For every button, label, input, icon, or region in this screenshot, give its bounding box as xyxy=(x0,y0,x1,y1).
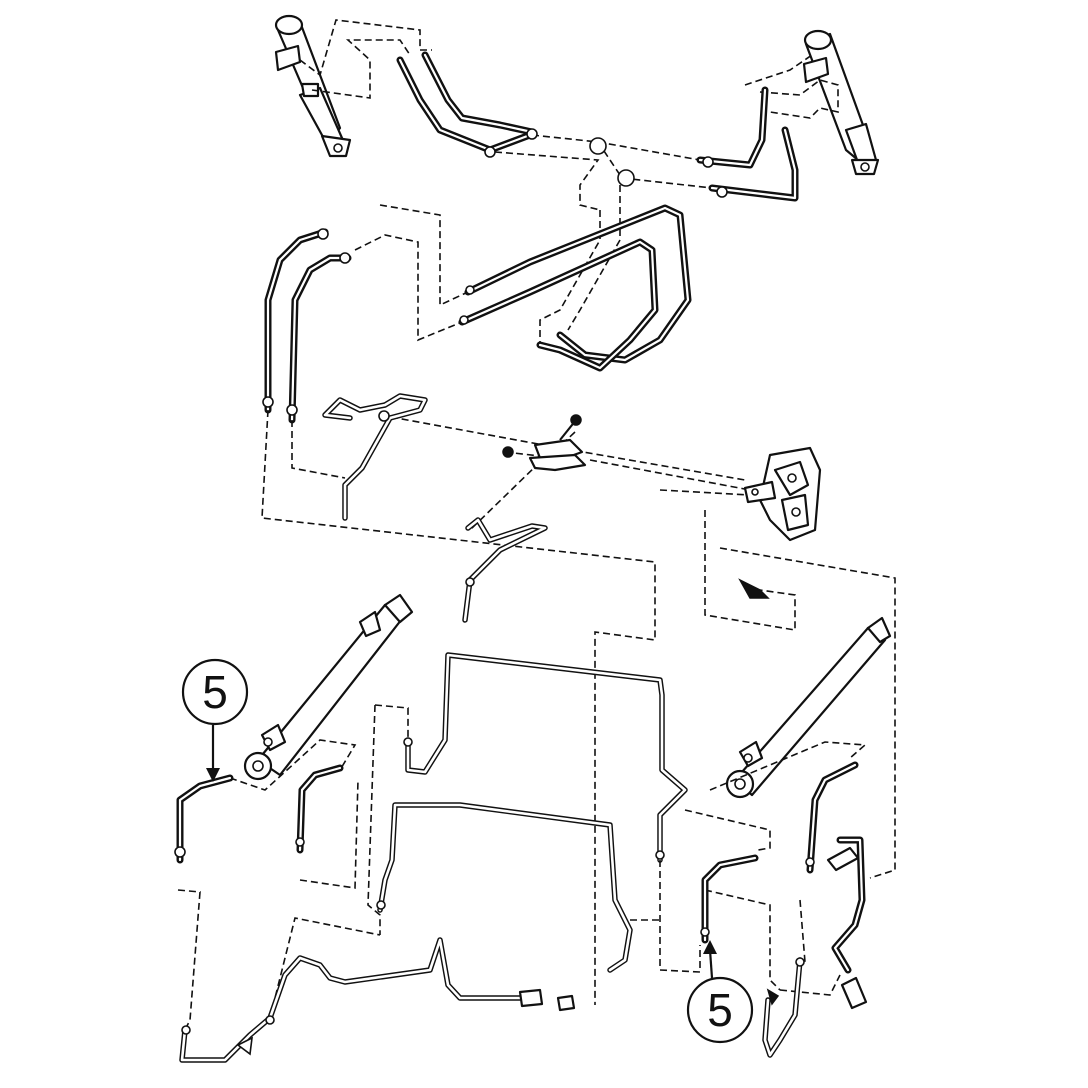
center-tee-fitting xyxy=(502,414,587,472)
callout-right: 5 xyxy=(686,940,754,1044)
middle-steel-tubes xyxy=(322,393,548,623)
top-left-lift-cylinder xyxy=(274,14,352,158)
middle-hose-loops xyxy=(262,204,692,424)
top-hoses xyxy=(396,51,799,202)
control-valve-block xyxy=(743,446,822,542)
bottom-left-dashed-lines xyxy=(177,704,409,1029)
top-dashed-lines xyxy=(299,19,839,345)
bottom-right-steel-tubes xyxy=(762,957,805,1058)
bottom-left-hoses xyxy=(174,764,344,864)
callout-right-label: 5 xyxy=(707,984,733,1036)
bottom-left-steel-tubes xyxy=(179,652,688,1063)
top-right-lift-cylinder xyxy=(802,29,880,176)
bottom-right-hoses xyxy=(700,761,868,1010)
callout-left-label: 5 xyxy=(202,666,228,718)
callout-left: 5 xyxy=(181,658,249,782)
valve-outlet-fitting xyxy=(738,578,770,599)
bottom-right-tilt-cylinder xyxy=(725,616,892,799)
bottom-left-tilt-cylinder xyxy=(243,593,414,781)
